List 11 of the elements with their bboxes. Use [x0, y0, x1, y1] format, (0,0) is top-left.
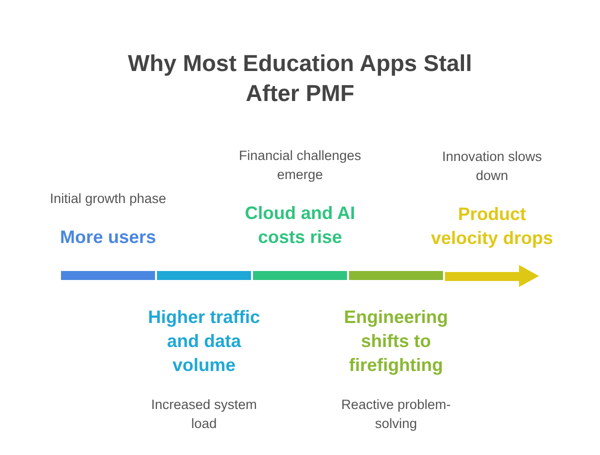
stage-description: Innovation slows down [441, 148, 543, 185]
stage-description: Financial challenges emerge [238, 147, 362, 184]
stage-description: Initial growth phase [48, 190, 168, 208]
stage-description: Increased system load [150, 396, 258, 433]
stage-heading: More users [58, 226, 158, 249]
stage-heading: Engineering shifts to firefighting [342, 306, 449, 377]
stage-heading: Cloud and AI costs rise [244, 202, 356, 249]
stage-description: Reactive problem-solving [340, 396, 452, 433]
title: Why Most Education Apps Stall After PMF [126, 49, 474, 108]
stage-heading: Higher traffic and data volume [146, 306, 262, 377]
stage-heading: Product velocity drops [430, 203, 554, 250]
